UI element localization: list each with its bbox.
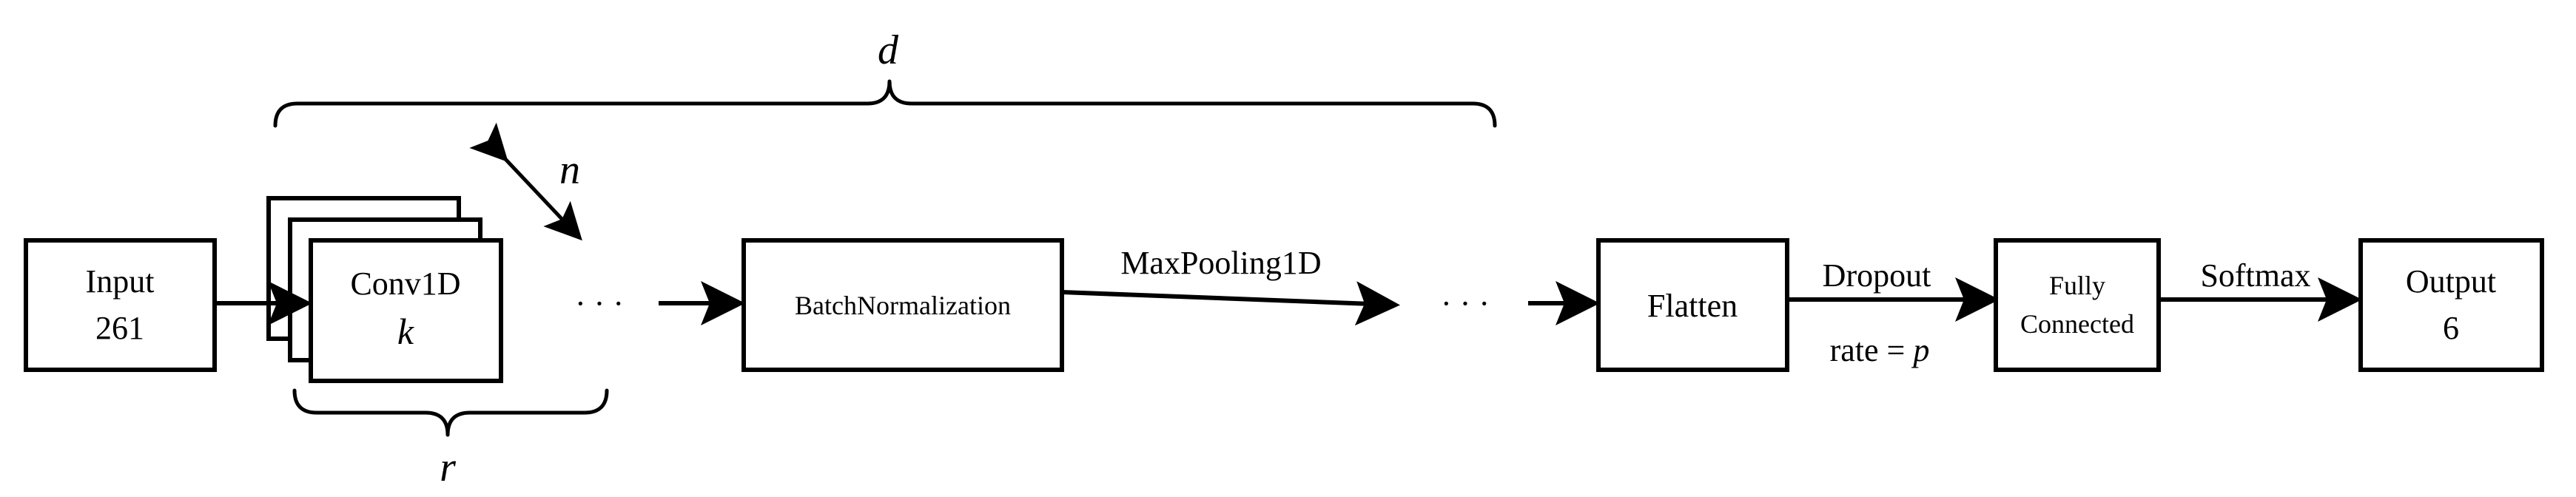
- output-size: 6: [2443, 310, 2459, 346]
- flatten-label: Flatten: [1647, 288, 1738, 324]
- input-size: 261: [95, 310, 144, 346]
- batchnorm-label: BatchNormalization: [795, 291, 1011, 320]
- ellipsis-1: · · ·: [575, 285, 624, 322]
- dropout-rate-prefix: rate =: [1830, 332, 1914, 368]
- input-label: Input: [86, 263, 155, 300]
- fc-label-line1: Fully: [2049, 271, 2105, 300]
- depth-brace: [273, 79, 1497, 128]
- arrow-maxpooling: [1061, 281, 1400, 326]
- softmax-label: Softmax: [2200, 257, 2310, 294]
- depth-label: d: [878, 27, 899, 73]
- conv-box: [309, 238, 503, 383]
- fc-label-line2: Connected: [2020, 309, 2134, 339]
- dropout-rate: rate = p: [1830, 332, 1930, 368]
- conv-kernel: k: [397, 311, 414, 352]
- flatten-box: [1596, 238, 1789, 372]
- conv-label: Conv1D: [350, 266, 460, 302]
- dropout-rate-var: p: [1911, 332, 1929, 368]
- maxpooling-label: MaxPooling1D: [1120, 245, 1321, 281]
- filters-double-arrow: [469, 122, 582, 241]
- dropout-label: Dropout: [1823, 257, 1931, 294]
- batchnorm-box: [741, 238, 1064, 372]
- ellipsis-2: · · ·: [1441, 285, 1490, 322]
- input-box: [24, 238, 217, 372]
- fc-box: [1994, 238, 2161, 372]
- repeat-brace: [292, 388, 609, 437]
- output-box: [2358, 238, 2544, 372]
- repeat-label: r: [440, 444, 456, 490]
- output-label: Output: [2406, 263, 2496, 300]
- filters-label: n: [559, 147, 580, 193]
